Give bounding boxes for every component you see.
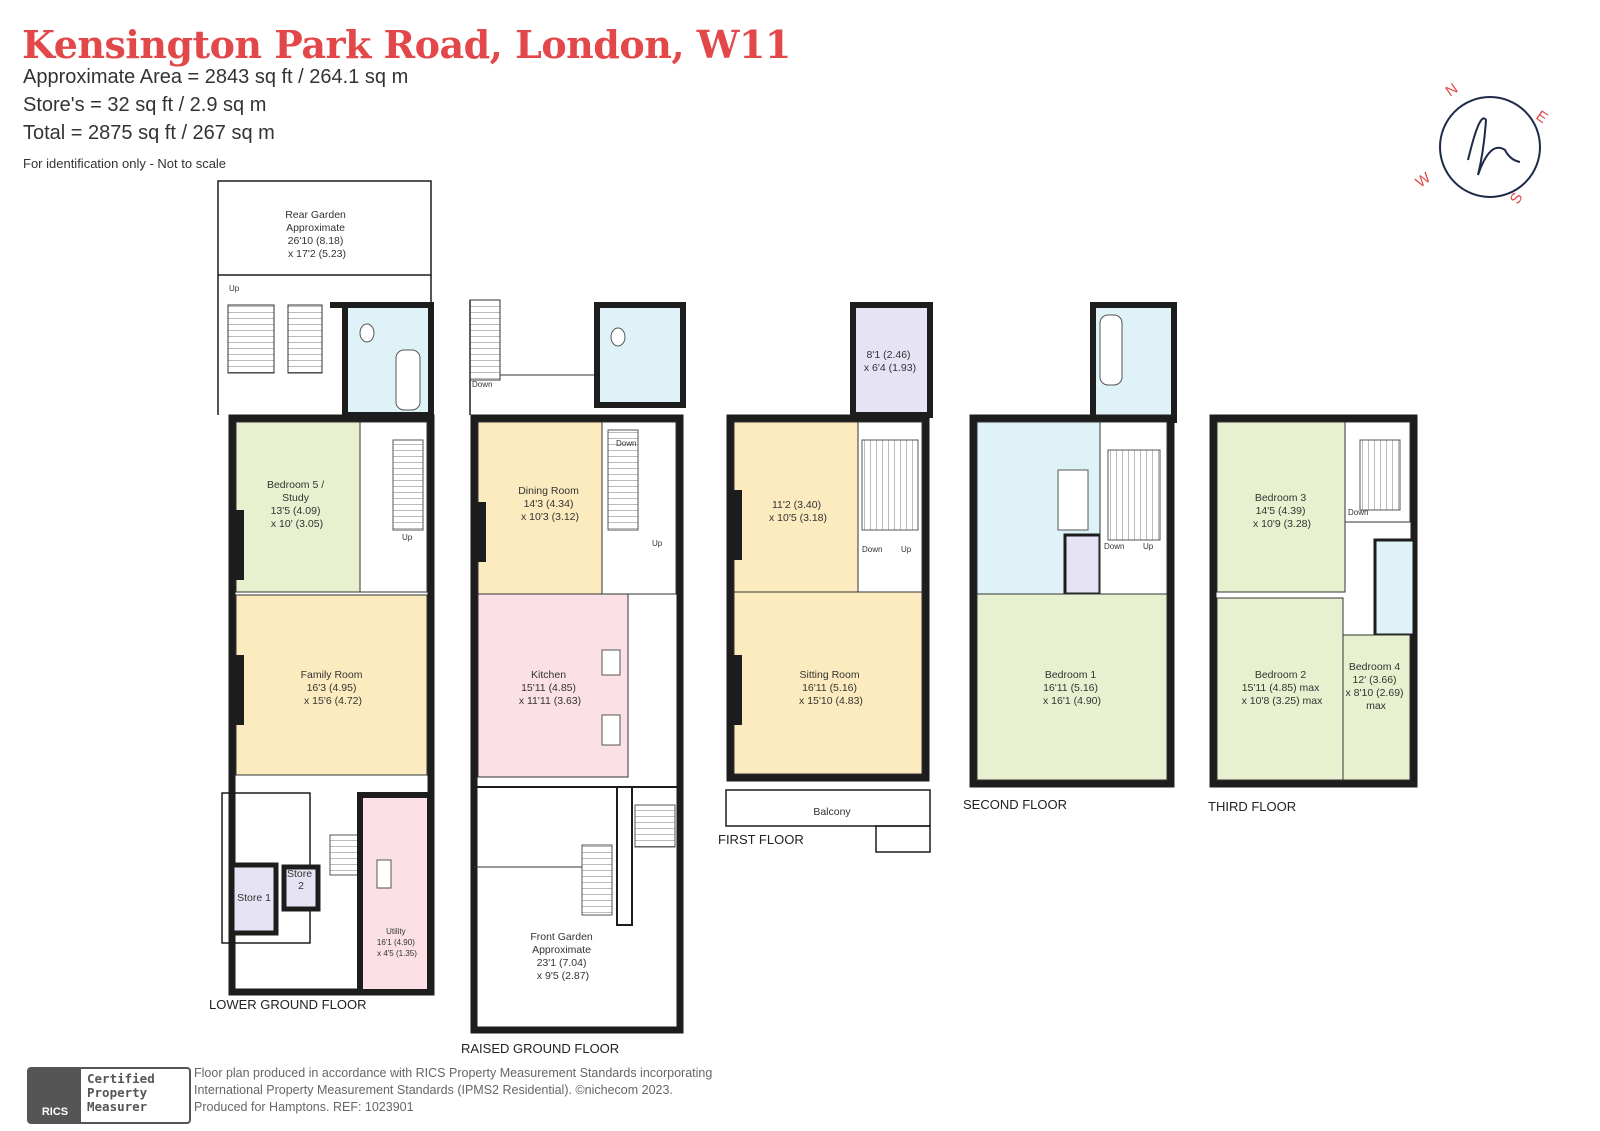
bedroom-2 [1216, 597, 1344, 781]
store-2-label: Store 2 [287, 868, 315, 892]
second-floor-label: SECOND FLOOR [963, 797, 1067, 812]
footer-line-2: International Property Measurement Stand… [194, 1083, 673, 1097]
lg-up-label-2: Up [402, 533, 413, 542]
external-stairs [227, 304, 275, 374]
rear-garden [217, 180, 432, 276]
rics-badge-text: Certified Property Measurer [87, 1071, 155, 1114]
compass-w: W [1413, 169, 1435, 192]
rg-down-label-2: Down [616, 439, 636, 448]
kitchen-label: Kitchen 15'11 (4.85) x 11'11 (3.63) [519, 669, 581, 707]
rg-wc [594, 302, 686, 408]
third-down-label: Down [1348, 508, 1368, 517]
dining-room-label: Dining Room 14'3 (4.34) x 10'3 (3.12) [518, 485, 582, 523]
utility [357, 792, 433, 995]
compass: N E S W [1413, 80, 1551, 207]
second-up-label: Up [1143, 542, 1154, 551]
third-shower-room [1373, 538, 1416, 637]
utility-label: Utility 16'1 (4.90) x 4'5 (1.35) [377, 927, 417, 958]
footer-line-1: Floor plan produced in accordance with R… [194, 1066, 713, 1080]
rear-garden-label: Rear Garden Approximate 26'10 (8.18) x 1… [285, 209, 349, 260]
rics-logo: RICS [29, 1069, 81, 1122]
bedroom-3 [1216, 421, 1346, 593]
bedroom-1 [976, 593, 1168, 781]
lower-ground-floor: Rear Garden Approximate 26'10 (8.18) x 1… [209, 180, 435, 1012]
toilet-icon [359, 323, 375, 343]
bedroom-4-label: Bedroom 4 12' (3.66) x 8'10 (2.69) max [1346, 661, 1407, 712]
footer-line-3: Produced for Hamptons. REF: 1023901 [194, 1100, 414, 1114]
bath-icon [395, 349, 421, 411]
compass-s: S [1507, 190, 1527, 207]
sitting-room-label: Sitting Room 16'11 (5.16) x 15'10 (4.83) [799, 669, 863, 707]
first-small-room-label: 8'1 (2.46) x 6'4 (1.93) [864, 349, 916, 374]
rics-badge: RICS Certified Property Measurer [27, 1067, 191, 1124]
bedroom-1-label: Bedroom 1 16'11 (5.16) x 16'1 (4.90) [1043, 669, 1101, 707]
family-room-label: Family Room 16'3 (4.95) x 15'6 (4.72) [301, 669, 366, 707]
first-down-label: Down [862, 545, 882, 554]
compass-logo-icon [1467, 117, 1521, 176]
bedroom-5-label: Bedroom 5 / Study 13'5 (4.09) x 10' (3.0… [267, 479, 327, 530]
bedroom-5 [235, 421, 361, 593]
raised-ground-floor-label: RAISED GROUND FLOOR [461, 1041, 619, 1056]
second-floor: Bedroom 1 16'11 (5.16) x 16'1 (4.90) Dow… [963, 302, 1177, 812]
balcony-label: Balcony [813, 806, 851, 818]
store-1-label: Store 1 [237, 892, 271, 904]
store-2 [281, 864, 321, 912]
sitting-room [733, 591, 923, 775]
second-down-label: Down [1104, 542, 1124, 551]
first-front-room-label: 11'2 (3.40) x 10'5 (3.18) [769, 499, 827, 524]
third-floor-label: THIRD FLOOR [1208, 799, 1296, 814]
kitchen [477, 593, 629, 778]
stores-area: Store's = 32 sq ft / 2.9 sq m [23, 94, 267, 116]
bedroom-2-label: Bedroom 2 15'11 (4.85) max x 10'8 (3.25)… [1242, 669, 1324, 707]
balcony [725, 789, 931, 827]
first-up-label: Up [901, 545, 912, 554]
third-floor: Bedroom 3 14'5 (4.39) x 10'9 (3.28) Bedr… [1208, 414, 1418, 814]
approximate-area: Approximate Area = 2843 sq ft / 264.1 sq… [23, 66, 409, 88]
page-title: Kensington Park Road, London, W11 [22, 22, 791, 67]
lg-up-label: Up [229, 284, 240, 293]
compass-n: N [1443, 80, 1462, 100]
compass-circle [1439, 96, 1541, 198]
bedroom-3-label: Bedroom 3 14'5 (4.39) x 10'9 (3.28) [1253, 492, 1311, 530]
family-room [235, 594, 428, 776]
total-area: Total = 2875 sq ft / 267 sq m [23, 122, 275, 144]
lower-ground-floor-label: LOWER GROUND FLOOR [209, 997, 366, 1012]
rg-up-label: Up [652, 539, 663, 548]
front-garden-label: Front Garden Approximate 23'1 (7.04) x 9… [530, 931, 595, 982]
rg-down-label: Down [472, 380, 492, 389]
dining-room [477, 421, 603, 595]
store-1 [229, 862, 279, 936]
raised-ground-floor: Down Down Up Dining Room 14'3 (4.34) x 1… [461, 299, 686, 1056]
scale-note: For identification only - Not to scale [23, 156, 227, 171]
first-floor-label: FIRST FLOOR [718, 832, 804, 847]
first-floor: 8'1 (2.46) x 6'4 (1.93) 11'2 (3.40) x 10… [718, 302, 933, 853]
bedroom-4 [1342, 634, 1411, 781]
